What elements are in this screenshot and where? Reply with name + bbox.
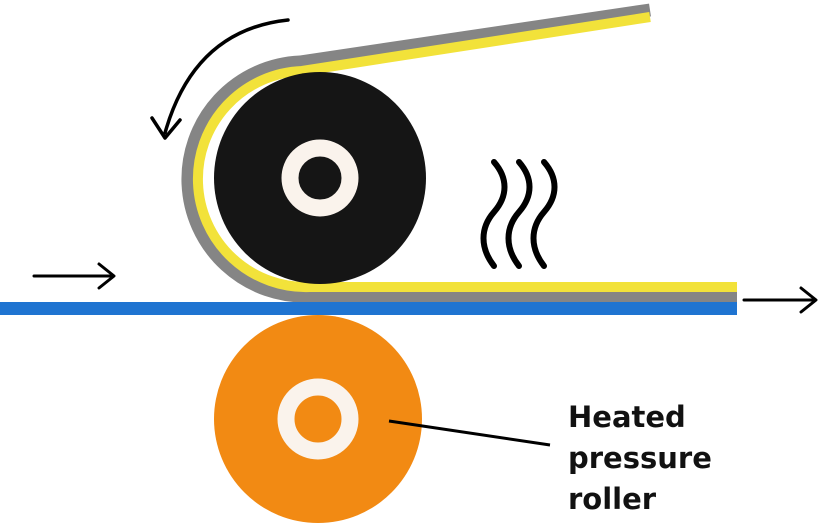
arrow-right-icon	[32, 262, 116, 290]
film-inner-layer	[193, 12, 737, 293]
label-leader-line	[388, 419, 551, 447]
label-line-3: roller	[568, 482, 657, 516]
heated-pressure-roller-label: Heated pressure roller	[568, 400, 712, 516]
label-line-2: pressure	[568, 441, 712, 475]
label-line-1: Heated	[568, 400, 686, 434]
heated-roller-hub	[277, 378, 359, 460]
upper-roller	[214, 72, 426, 284]
heat-waves-icon	[480, 159, 558, 269]
heated-pressure-roller	[214, 315, 422, 523]
film-outer-layer	[181, 3, 737, 303]
substrate-strip	[0, 302, 737, 315]
upper-roller-hub	[281, 139, 359, 217]
curved-arrow-icon	[150, 18, 290, 140]
arrow-right-icon	[742, 286, 818, 314]
